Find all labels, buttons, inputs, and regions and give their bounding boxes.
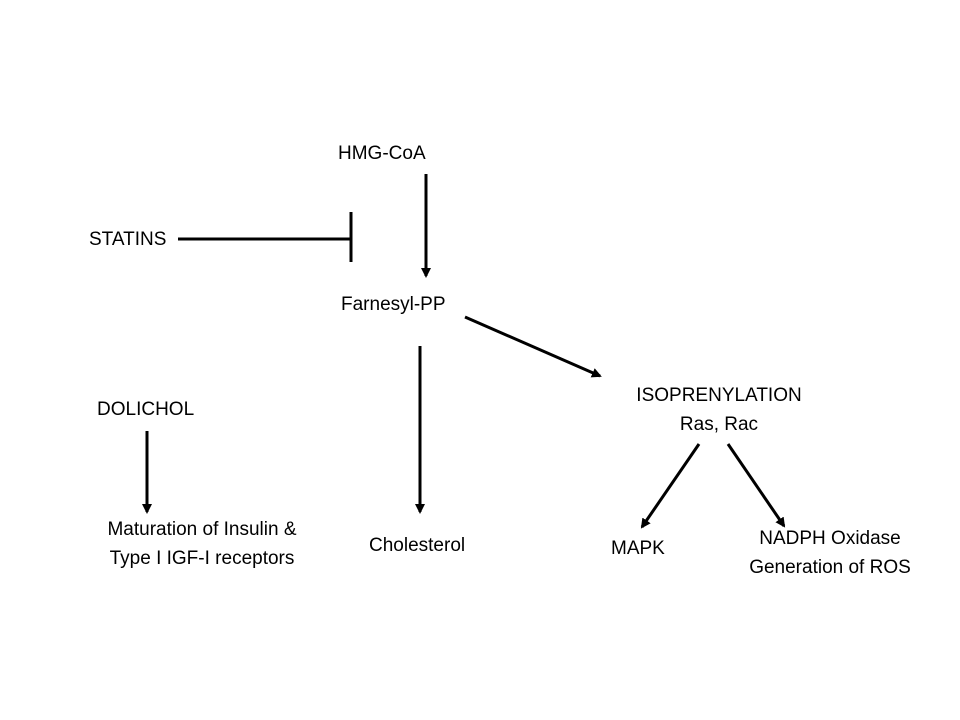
node-dolichol: DOLICHOL — [97, 399, 195, 420]
node-farnesyl-pp: Farnesyl-PP — [341, 294, 446, 315]
maturation-line-2: Type I IGF-I receptors — [109, 548, 295, 569]
node-hmg-coa: HMG-CoA — [338, 143, 426, 164]
nadph-line-1: NADPH Oxidase — [759, 528, 901, 549]
node-cholesterol: Cholesterol — [369, 535, 466, 556]
arrow-isoprenylation-to-nadph — [726, 443, 786, 528]
node-isoprenylation: ISOPRENYLATION Ras, Rac — [636, 381, 801, 439]
maturation-line-1: Maturation of Insulin & — [107, 519, 297, 540]
ras-rac-label: Ras, Rac — [679, 414, 759, 435]
arrow-farnesyl-to-isoprenylation — [464, 315, 602, 378]
node-mapk: MAPK — [611, 538, 665, 559]
node-receptor-maturation: Maturation of Insulin & Type I IGF-I rec… — [107, 515, 296, 573]
arrow-isoprenylation-to-mapk — [640, 443, 701, 529]
isoprenylation-label: ISOPRENYLATION — [636, 385, 802, 406]
node-nadph-oxidase: NADPH Oxidase Generation of ROS — [749, 524, 911, 582]
nadph-line-2: Generation of ROS — [749, 557, 911, 578]
node-statins: STATINS — [89, 229, 167, 250]
